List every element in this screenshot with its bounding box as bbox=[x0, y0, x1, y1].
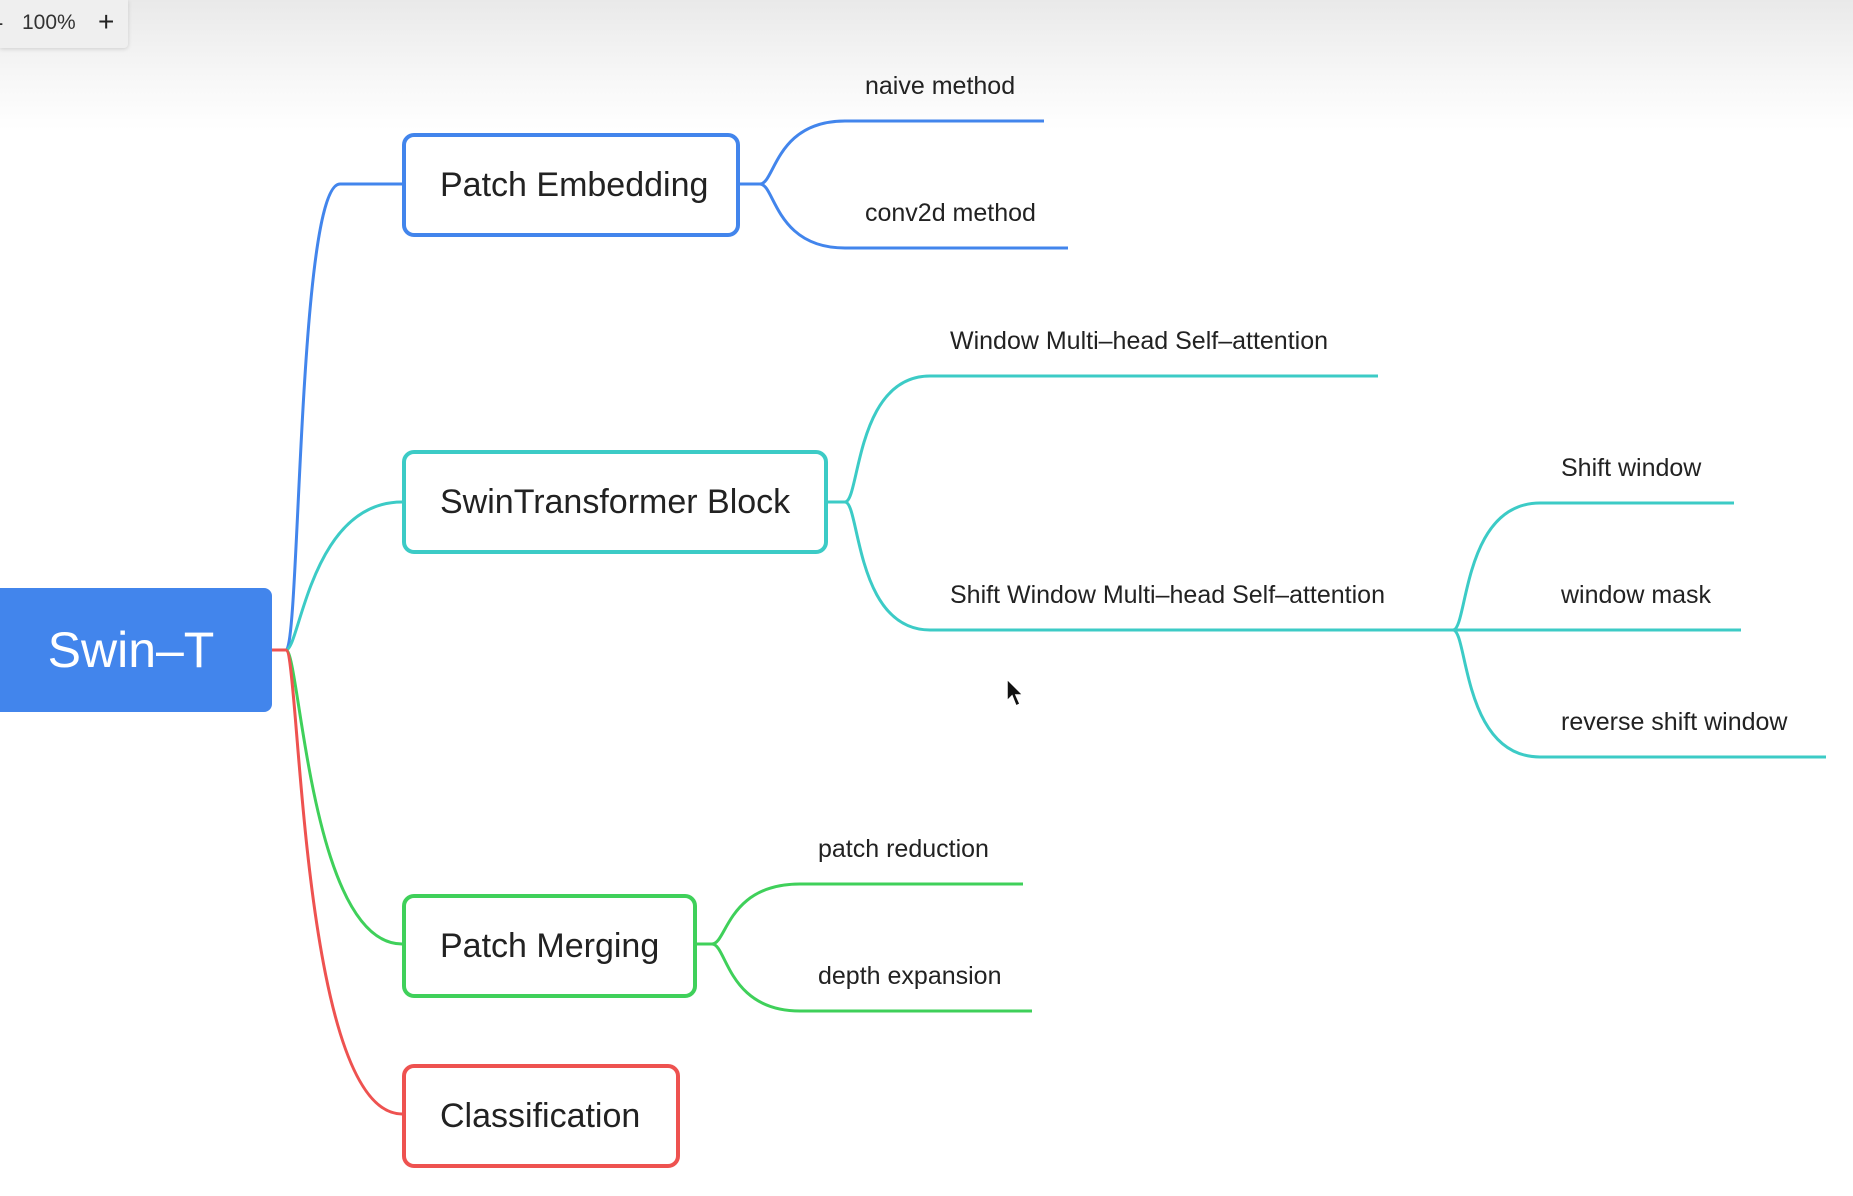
subtopic-patch-reduction[interactable]: patch reduction bbox=[818, 835, 989, 863]
link-patch-reduction bbox=[697, 882, 1023, 946]
subtopic-conv2d-method[interactable]: conv2d method bbox=[865, 199, 1036, 227]
link-naive-method bbox=[740, 119, 1044, 186]
link-conv2d-method bbox=[740, 182, 1068, 250]
subtopic-naive-method[interactable]: naive method bbox=[865, 72, 1016, 100]
topic-label: Patch Merging bbox=[440, 926, 660, 965]
zoom-out-button[interactable]: - bbox=[0, 10, 3, 36]
subtopic-depth-expansion[interactable]: depth expansion bbox=[818, 962, 1002, 990]
subtopic-window-mask[interactable]: window mask bbox=[1561, 581, 1712, 609]
link-window-msa bbox=[828, 374, 1378, 504]
topic-classification[interactable]: Classification bbox=[402, 1064, 680, 1168]
topic-label: Classification bbox=[440, 1096, 641, 1135]
link-root-swin-block bbox=[272, 500, 403, 652]
link-depth-expansion bbox=[697, 942, 1032, 1013]
topic-patch-embedding[interactable]: Patch Embedding bbox=[402, 133, 740, 237]
zoom-in-button[interactable]: + bbox=[98, 6, 115, 37]
link-shift-window-msa bbox=[828, 500, 1453, 632]
link-root-classification bbox=[272, 648, 403, 1116]
link-root-patch-embedding bbox=[272, 182, 402, 652]
subtopic-shift-window-msa[interactable]: Shift Window Multi–head Self–attention bbox=[950, 581, 1385, 609]
topic-swintransformer-block[interactable]: SwinTransformer Block bbox=[402, 450, 828, 554]
mouse-pointer-icon bbox=[1006, 678, 1025, 708]
subtopic-window-msa[interactable]: Window Multi–head Self–attention bbox=[950, 327, 1329, 355]
link-reverse-shift-window bbox=[1452, 628, 1826, 759]
topic-label: Patch Embedding bbox=[440, 165, 709, 204]
topic-label: SwinTransformer Block bbox=[440, 482, 791, 521]
top-toolbar-background bbox=[0, 0, 1853, 130]
link-root-patch-merging bbox=[272, 648, 403, 946]
root-node-label: Swin–T bbox=[47, 622, 215, 678]
zoom-control: - 100% + bbox=[0, 0, 128, 48]
root-node[interactable]: Swin–T bbox=[0, 588, 272, 712]
subtopic-shift-window[interactable]: Shift window bbox=[1561, 454, 1702, 482]
zoom-level[interactable]: 100% bbox=[22, 11, 76, 34]
link-shift-window bbox=[1452, 501, 1734, 632]
subtopic-reverse-shift-window[interactable]: reverse shift window bbox=[1561, 708, 1788, 736]
topic-patch-merging[interactable]: Patch Merging bbox=[402, 894, 697, 998]
